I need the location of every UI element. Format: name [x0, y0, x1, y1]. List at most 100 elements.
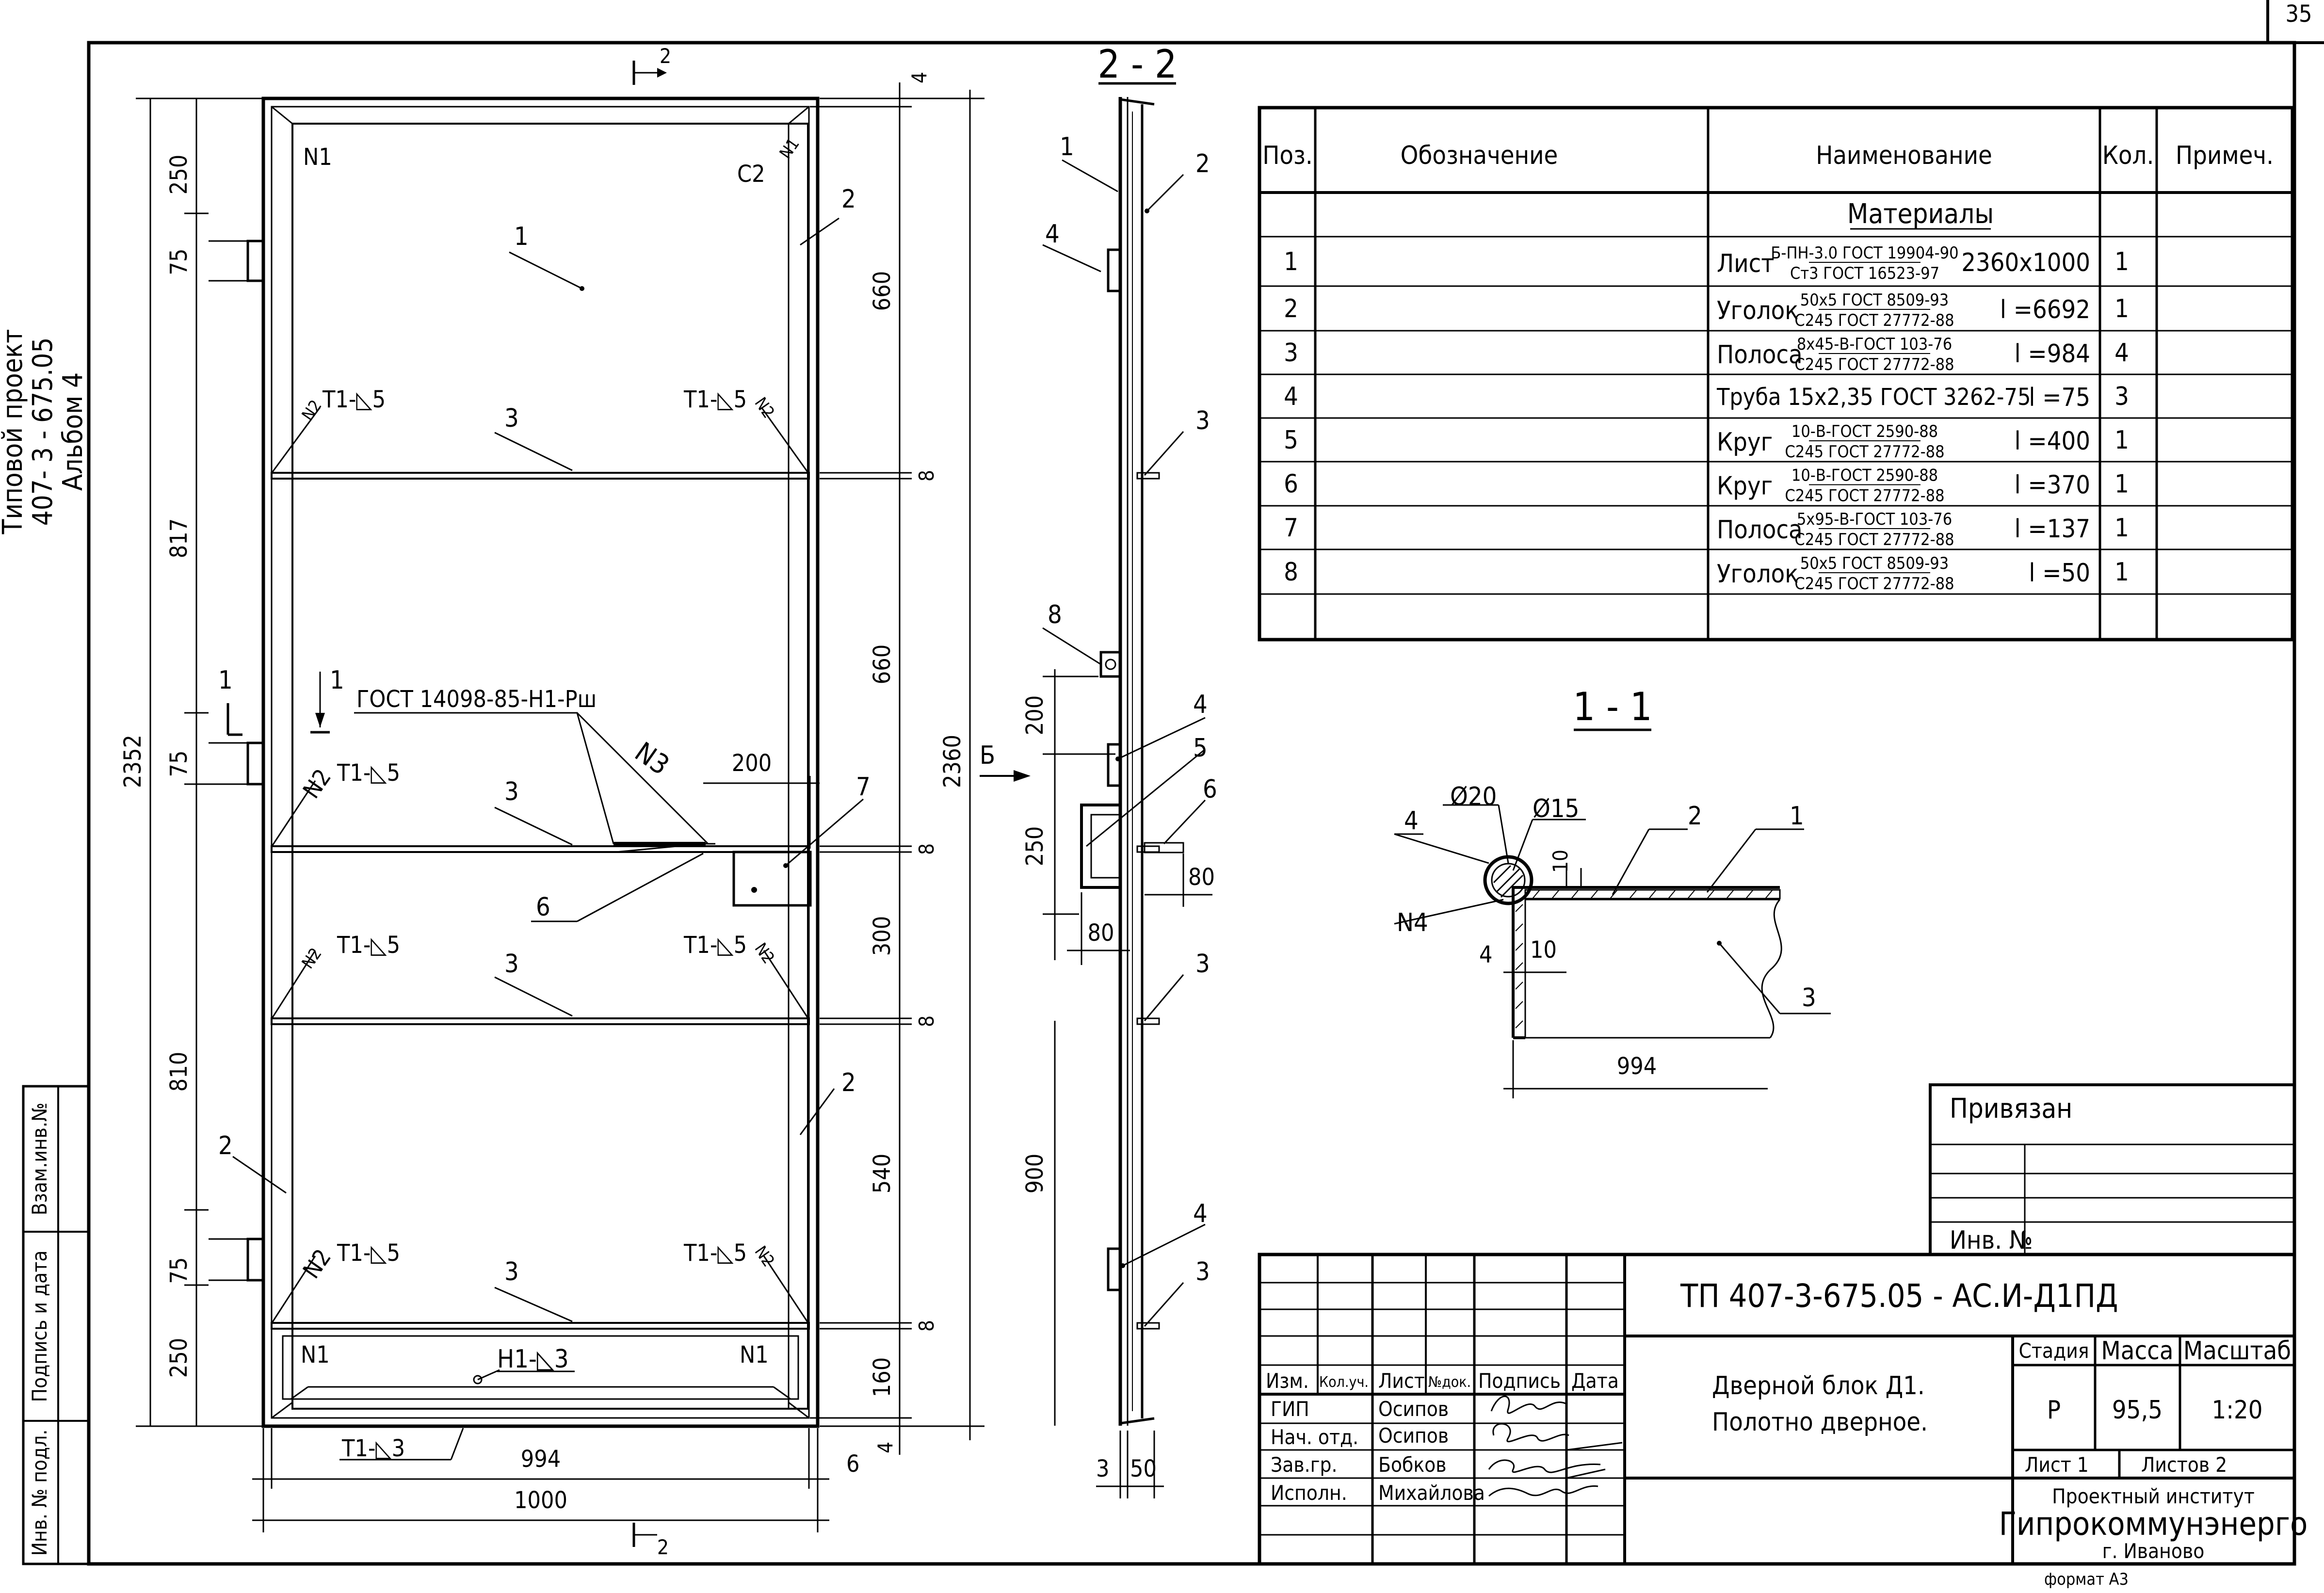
s11-mark-4: 4: [1404, 806, 1419, 836]
spec-size: l =400: [2015, 427, 2090, 456]
spec-fraction-top: 5x95-В-ГОСТ 103-76: [1797, 510, 1952, 529]
weld-h1: Н1-◺3: [497, 1345, 569, 1374]
weld-t1-2: Т1-◺5: [683, 386, 747, 413]
stamp-podpis: Подпись и дата: [28, 1251, 51, 1402]
spec-name: Полоса: [1717, 340, 1803, 370]
dim-left-810: 810: [165, 1052, 193, 1092]
weld-t1-6: Т1-◺5: [337, 1239, 400, 1267]
spec-fraction-bottom: С245 ГОСТ 27772-88: [1794, 574, 1954, 594]
dim-right-300: 300: [869, 916, 896, 956]
mark-3a: 3: [504, 404, 519, 433]
mark-3b: 3: [504, 777, 519, 806]
spec-header-designation: Обозначение: [1401, 141, 1558, 170]
tb-h-doc: №док.: [1428, 1374, 1471, 1391]
s22-mark-3a: 3: [1195, 406, 1210, 435]
tb-name-4: Михайлова: [1378, 1481, 1485, 1505]
tb-code: ТП 407-3-675.05 - АС.И-Д1ПД: [1680, 1277, 2118, 1315]
tb-institute-small: Проектный институт: [2052, 1484, 2255, 1508]
s11-dim-10-bottom: 10: [1530, 936, 1557, 964]
spec-size: 2360x1000: [1961, 248, 2090, 277]
s11-mark-2: 2: [1688, 802, 1702, 831]
gost-note: ГОСТ 14098-85-Н1-Рш: [356, 686, 597, 713]
signatures: [1488, 1395, 1623, 1497]
weld-t1-1: Т1-◺5: [322, 386, 386, 413]
tb-mass-h: Масса: [2101, 1336, 2173, 1366]
tb-role-3: Зав.гр.: [1271, 1453, 1337, 1477]
spec-size: l =50: [2029, 559, 2090, 588]
cut-1-right: 1: [330, 666, 344, 695]
mark-2a: 2: [841, 185, 856, 214]
mark-6: 6: [536, 893, 550, 922]
dim-right-160: 160: [869, 1357, 896, 1397]
dim-bottom-1000: 1000: [514, 1487, 567, 1514]
stamp-vzam: Взам.инв.№: [28, 1103, 51, 1216]
weld-n2-7: N2: [751, 1242, 778, 1271]
tb-role-1: ГИП: [1271, 1397, 1309, 1421]
spec-section: Материалы: [1847, 198, 1994, 230]
s11-dia15: Ø15: [1533, 794, 1579, 823]
weld-n1-tr: N1: [776, 135, 804, 163]
tb-mass: 95,5: [2112, 1396, 2163, 1425]
tb-sheets: Листов 2: [2141, 1453, 2227, 1477]
mark-7: 7: [856, 772, 871, 802]
s11-weld-n4: N4: [1397, 908, 1428, 937]
s22-mark-6: 6: [1203, 775, 1217, 804]
weld-t1b: Т1-◺3: [341, 1435, 405, 1462]
s22-mark-2: 2: [1195, 149, 1210, 178]
s22-mark-4c: 4: [1193, 1199, 1208, 1228]
s22-dim-250: 250: [1021, 826, 1049, 866]
mark-1: 1: [514, 222, 529, 251]
spec-name: Уголок: [1717, 296, 1799, 325]
section-2-2: 2 - 2: [980, 42, 1217, 1498]
privyazan: Привязан: [1950, 1093, 2072, 1125]
page-number: 35: [2286, 0, 2312, 28]
cut-1-left: 1: [218, 666, 233, 695]
tb-scale-h: Масштаб: [2183, 1336, 2291, 1366]
mark-2b: 2: [841, 1068, 856, 1097]
spec-pos: 7: [1284, 514, 1298, 543]
dim-right-8-1: 8: [915, 470, 938, 482]
spec-fraction-top: 50x5 ГОСТ 8509-93: [1800, 290, 1949, 310]
s22-dim-50: 50: [1130, 1455, 1157, 1482]
dim-left-75-2: 75: [165, 751, 193, 777]
weld-n1-br: N1: [740, 1341, 769, 1368]
spec-fraction-bottom: С245 ГОСТ 27772-88: [1785, 486, 1944, 506]
s22-dim-80-right: 80: [1188, 864, 1215, 891]
dim-right-660-2: 660: [869, 644, 896, 684]
dim-right-2360: 2360: [939, 735, 966, 788]
s22-mark-3b: 3: [1195, 949, 1210, 979]
spec-name: Круг: [1717, 428, 1773, 457]
s11-mark-3: 3: [1802, 983, 1816, 1013]
spec-pos: 4: [1284, 382, 1298, 411]
dim-left-817: 817: [165, 518, 193, 558]
s22-mark-4a: 4: [1045, 220, 1060, 249]
dim-right-8-4: 8: [915, 1320, 938, 1332]
spec-fraction-top: Б-ПН-3.0 ГОСТ 19904-90: [1771, 243, 1958, 263]
spec-qty: 1: [2114, 247, 2129, 276]
dim-200: 200: [732, 750, 772, 777]
spec-pos: 8: [1284, 558, 1298, 587]
spec-size: l =75: [2029, 383, 2090, 412]
dim-bottom-6: 6: [846, 1450, 859, 1478]
spec-pos: 2: [1284, 294, 1298, 323]
dim-left-75-1: 75: [165, 249, 193, 275]
spec-qty: 1: [2114, 514, 2129, 543]
tb-desc2: Полотно дверное.: [1712, 1408, 1928, 1437]
side-stamp-line2: 407- 3 - 675.05: [27, 338, 59, 526]
dim-right-8-2: 8: [915, 843, 938, 855]
spec-fraction-top: 8x45-В-ГОСТ 103-76: [1797, 335, 1952, 354]
tb-role-2: Нач. отд.: [1271, 1425, 1358, 1449]
spec-fraction-top: 10-В-ГОСТ 2590-88: [1791, 466, 1938, 485]
weld-t1-3: Т1-◺5: [337, 759, 400, 787]
s22-dim-200: 200: [1021, 695, 1049, 735]
spec-fraction-top: 10-В-ГОСТ 2590-88: [1791, 422, 1938, 441]
s11-dim-4: 4: [1479, 941, 1492, 968]
tb-h-kol: Кол.уч.: [1319, 1374, 1369, 1391]
tb-name-2: Осипов: [1378, 1424, 1449, 1448]
spec-qty: 1: [2114, 558, 2129, 587]
side-stamp-line1: Типовой проект: [0, 329, 29, 534]
spec-header-note: Примеч.: [2176, 141, 2274, 170]
mark-3c: 3: [504, 949, 519, 979]
dim-left-250-top: 250: [165, 155, 193, 194]
